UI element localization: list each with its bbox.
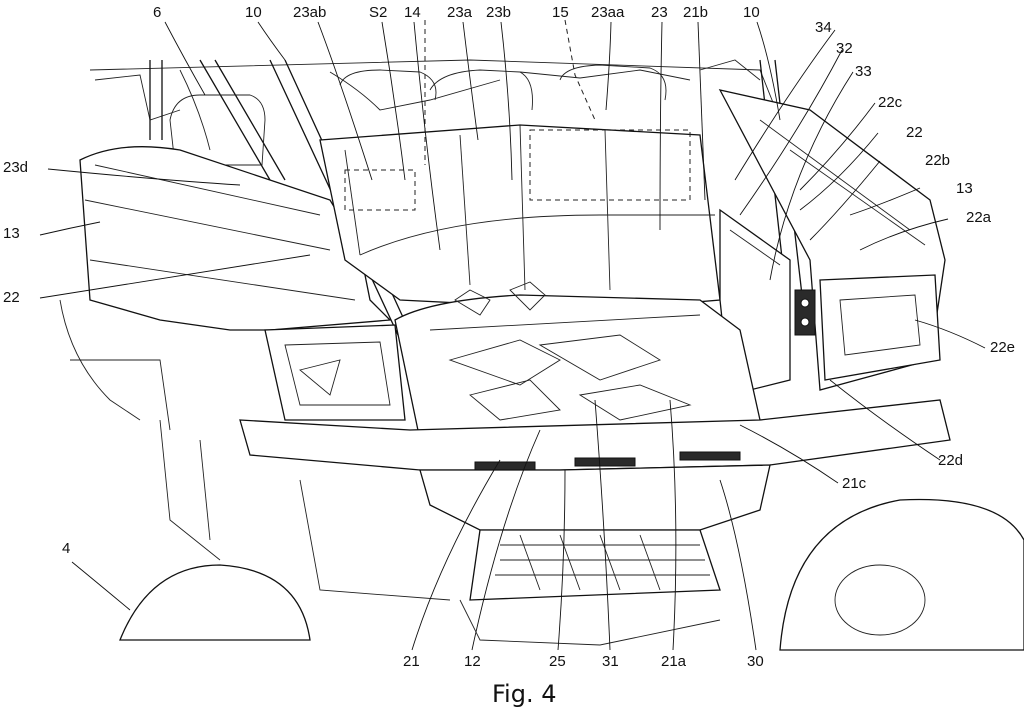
label-10-right: 10	[743, 4, 760, 21]
label-23: 23	[651, 4, 668, 21]
label-22-left: 22	[3, 289, 20, 306]
figure-caption: Fig. 4	[492, 680, 557, 708]
label-32: 32	[836, 40, 853, 57]
label-23ab: 23ab	[293, 4, 326, 21]
label-21b: 21b	[683, 4, 708, 21]
label-S2: S2	[369, 4, 387, 21]
label-23b: 23b	[486, 4, 511, 21]
label-25: 25	[549, 653, 566, 670]
label-21c: 21c	[842, 475, 867, 492]
label-23d: 23d	[3, 159, 28, 176]
label-13-right: 13	[956, 180, 973, 197]
label-23a: 23a	[447, 4, 473, 21]
label-12: 12	[464, 653, 481, 670]
label-31: 31	[602, 653, 619, 670]
label-22e: 22e	[990, 339, 1015, 356]
label-10-left: 10	[245, 4, 262, 21]
label-22c: 22c	[878, 94, 903, 111]
label-6: 6	[153, 4, 161, 21]
label-34: 34	[815, 19, 832, 36]
label-21a: 21a	[661, 653, 687, 670]
label-14: 14	[404, 4, 421, 21]
label-22b: 22b	[925, 152, 950, 169]
label-22: 22	[906, 124, 923, 141]
label-21: 21	[403, 653, 420, 670]
label-23aa: 23aa	[591, 4, 625, 21]
label-15: 15	[552, 4, 569, 21]
label-30: 30	[747, 653, 764, 670]
label-22d: 22d	[938, 452, 963, 469]
label-4: 4	[62, 540, 70, 557]
label-22a: 22a	[966, 209, 992, 226]
label-13-left: 13	[3, 225, 20, 242]
label-33: 33	[855, 63, 872, 80]
vehicle-illustration	[60, 20, 1024, 650]
